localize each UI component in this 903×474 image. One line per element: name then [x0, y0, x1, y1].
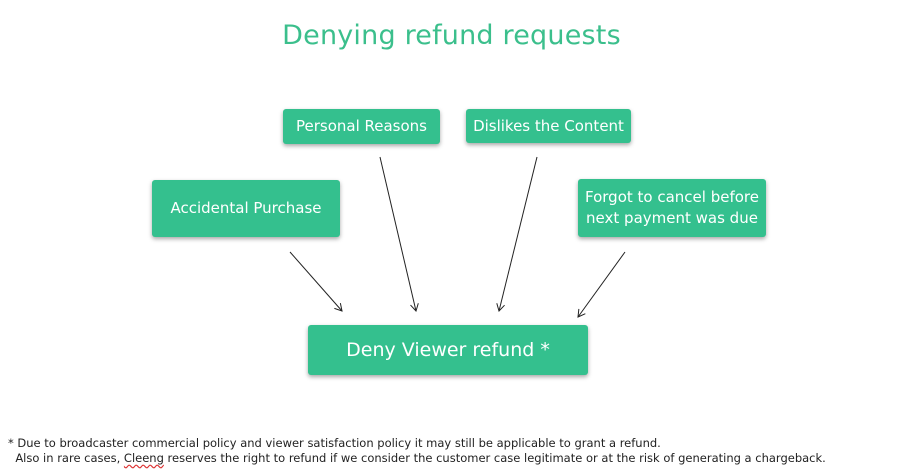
reason-personal-reasons: Personal Reasons [283, 109, 440, 144]
reason-dislikes-content: Dislikes the Content [466, 109, 631, 143]
reason-accidental-purchase: Accidental Purchase [152, 180, 340, 237]
reason-personal-label: Personal Reasons [295, 117, 427, 135]
reason-dislikes-label: Dislikes the Content [473, 116, 624, 135]
arrow-accidental-to-deny [289, 251, 343, 312]
page-title: Denying refund requests [282, 20, 621, 51]
reason-accidental-label: Accidental Purchase [170, 199, 322, 217]
brand-name: Cleeng [123, 451, 164, 465]
reason-forgot-line1: Forgot to cancel before [585, 188, 759, 206]
reason-forgot-to-cancel: Forgot to cancel before next payment was… [578, 179, 766, 237]
footnote-line2-start: Also in rare cases, [15, 451, 124, 465]
outcome-deny-refund: Deny Viewer refund * [308, 325, 588, 375]
arrow-forgot-to-deny [577, 251, 626, 318]
reason-forgot-label: Forgot to cancel before next payment was… [585, 187, 759, 229]
outcome-label: Deny Viewer refund * [346, 338, 550, 361]
reason-forgot-line2: next payment was due [586, 209, 758, 227]
arrow-dislikes-to-deny [496, 156, 538, 312]
arrow-personal-to-deny [379, 156, 419, 312]
footnote: * Due to broadcaster commercial policy a… [8, 436, 826, 466]
footnote-line2-end: reserves the right to refund if we consi… [163, 451, 826, 465]
footnote-line1: * Due to broadcaster commercial policy a… [8, 436, 661, 450]
